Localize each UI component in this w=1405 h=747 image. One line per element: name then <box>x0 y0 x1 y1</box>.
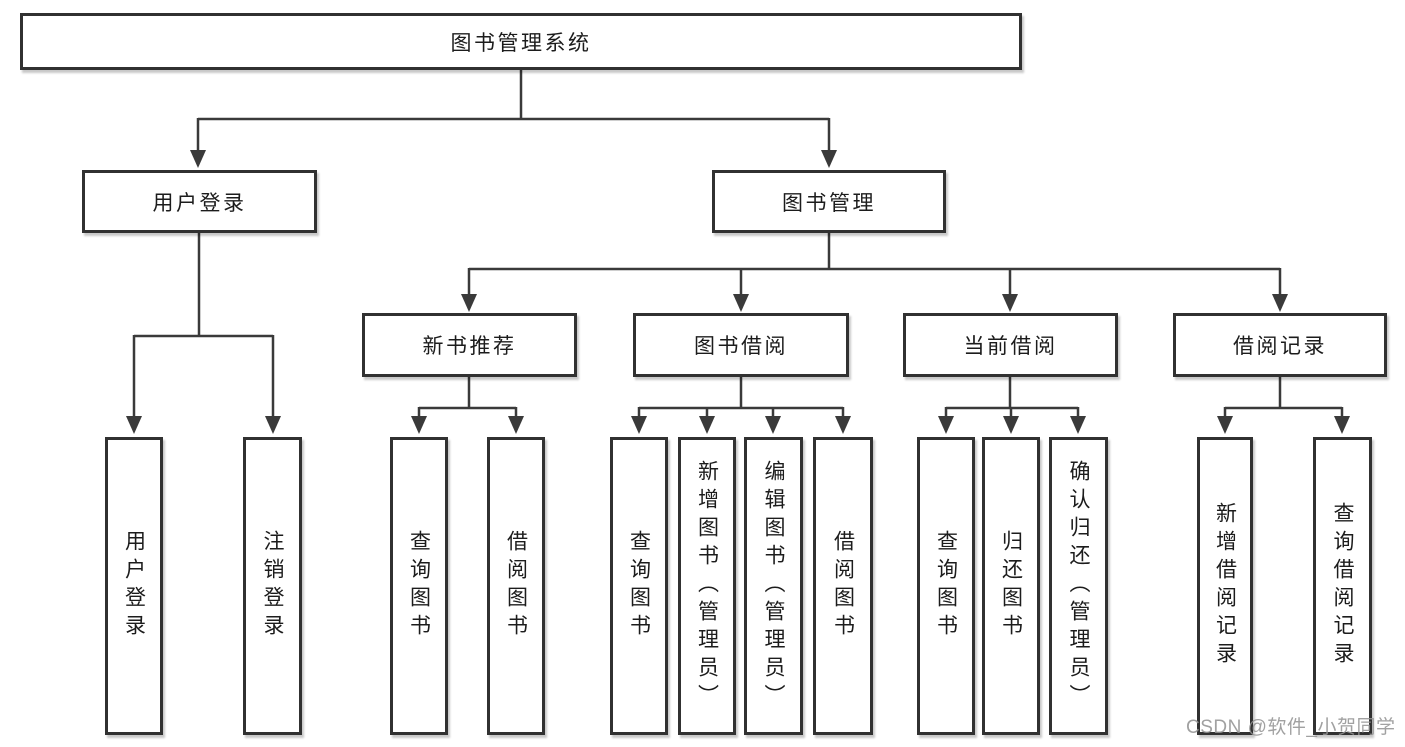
connector-book-mgmt <box>467 233 1282 297</box>
connector-borrow-record <box>1223 377 1344 420</box>
leaf-bb-edit-books-admin-label: 编辑图书（管理员） <box>762 460 785 712</box>
arrow-cb-confirm <box>1070 416 1086 434</box>
leaf-bb-borrow-books: 借阅图书 <box>813 437 873 735</box>
arrow-cb-query <box>938 416 954 434</box>
leaf-nbr-query-books: 查询图书 <box>390 437 448 735</box>
arrow-cb-return <box>1003 416 1019 434</box>
leaf-nbr-query-books-label: 查询图书 <box>407 530 431 642</box>
node-library-system: 图书管理系统 <box>20 13 1022 70</box>
arrow-to-book-mgmt <box>821 150 837 168</box>
arrow-to-user-login <box>190 150 206 168</box>
node-current-borrow-label: 当前借阅 <box>963 335 1058 358</box>
node-book-mgmt: 图书管理 <box>712 170 946 233</box>
connector-root <box>196 70 831 153</box>
node-new-book-rec-label: 新书推荐 <box>422 335 517 358</box>
node-library-system-label: 图书管理系统 <box>450 31 592 55</box>
leaf-cb-return-books: 归还图书 <box>982 437 1040 735</box>
csdn-watermark: CSDN @软件_小贺同学 <box>1186 717 1396 738</box>
node-new-book-rec: 新书推荐 <box>362 313 577 377</box>
leaf-cb-return-books-label: 归还图书 <box>999 530 1023 642</box>
leaf-bb-borrow-books-label: 借阅图书 <box>831 530 855 642</box>
arrow-to-borrow-record <box>1272 294 1288 312</box>
arrow-bb-query <box>631 416 647 434</box>
node-book-borrow: 图书借阅 <box>633 313 849 377</box>
connector-user-login <box>132 233 275 420</box>
node-book-borrow-label: 图书借阅 <box>694 335 788 358</box>
leaf-cb-query-books-label: 查询图书 <box>934 530 958 642</box>
connector-new-book-rec <box>417 377 518 420</box>
node-borrow-record: 借阅记录 <box>1173 313 1387 377</box>
node-current-borrow: 当前借阅 <box>903 313 1118 377</box>
connector-current-borrow <box>944 377 1080 420</box>
leaf-bb-add-books-admin: 新增图书（管理员） <box>678 437 736 735</box>
arrow-to-current-borrow <box>1002 294 1018 312</box>
leaf-bb-edit-books-admin: 编辑图书（管理员） <box>744 437 803 735</box>
arrow-nbr-query <box>411 416 427 434</box>
node-user-login-label: 用户登录 <box>152 191 247 215</box>
node-user-login: 用户登录 <box>82 170 317 233</box>
arrow-br-query <box>1334 416 1350 434</box>
leaf-cb-confirm-return-admin-label: 确认归还（管理员） <box>1067 460 1090 712</box>
leaf-bb-query-books-label: 查询图书 <box>627 530 651 642</box>
arrow-bb-add <box>699 416 715 434</box>
arrow-bb-borrow <box>835 416 851 434</box>
leaf-logout-label: 注销登录 <box>261 530 284 642</box>
arrow-bb-edit <box>765 416 781 434</box>
leaf-nbr-borrow-books: 借阅图书 <box>487 437 545 735</box>
node-book-mgmt-label: 图书管理 <box>782 191 876 215</box>
leaf-br-add-record-label: 新增借阅记录 <box>1213 502 1237 670</box>
leaf-br-query-record-label: 查询借阅记录 <box>1331 502 1354 670</box>
leaf-user-login-label: 用户登录 <box>122 530 146 642</box>
arrow-to-new-book-rec <box>461 294 477 312</box>
leaf-br-add-record: 新增借阅记录 <box>1197 437 1253 735</box>
connector-book-borrow <box>637 377 845 420</box>
arrow-br-add <box>1217 416 1233 434</box>
leaf-cb-confirm-return-admin: 确认归还（管理员） <box>1049 437 1108 735</box>
arrow-to-leaf-login <box>126 416 142 434</box>
leaf-bb-query-books: 查询图书 <box>610 437 668 735</box>
leaf-logout: 注销登录 <box>243 437 302 735</box>
leaf-cb-query-books: 查询图书 <box>917 437 975 735</box>
leaf-bb-add-books-admin-label: 新增图书（管理员） <box>695 460 719 712</box>
arrow-to-leaf-logout <box>265 416 281 434</box>
node-borrow-record-label: 借阅记录 <box>1233 335 1327 358</box>
leaf-nbr-borrow-books-label: 借阅图书 <box>504 530 528 642</box>
leaf-user-login: 用户登录 <box>105 437 163 735</box>
leaf-br-query-record: 查询借阅记录 <box>1313 437 1372 735</box>
arrow-nbr-borrow <box>508 416 524 434</box>
arrow-to-book-borrow <box>733 294 749 312</box>
